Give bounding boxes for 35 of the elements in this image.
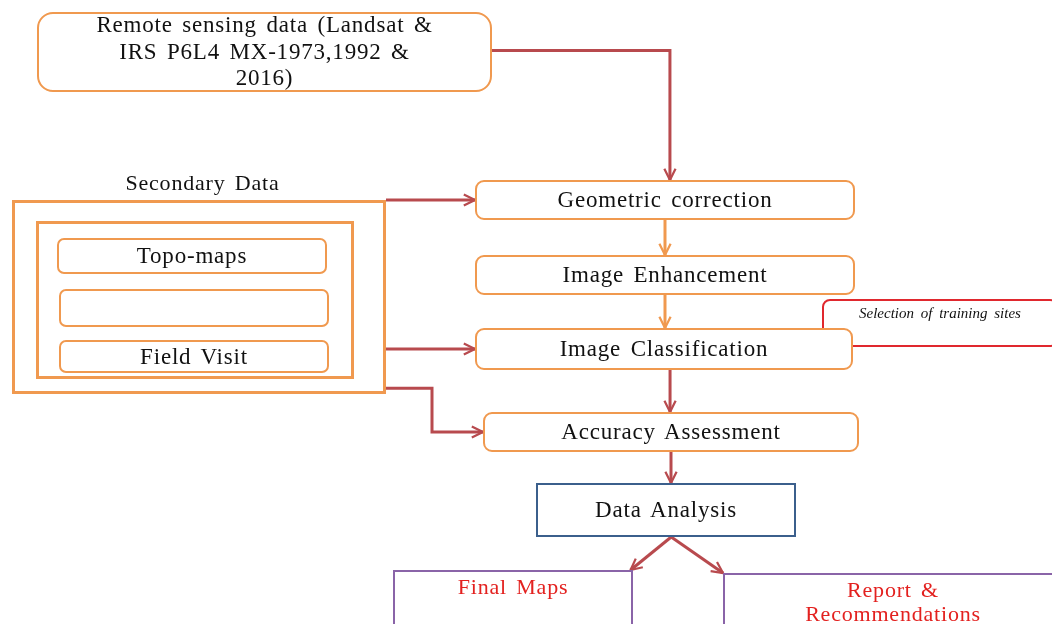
arrow (663, 370, 677, 414)
group-box (36, 221, 354, 379)
node-label: Field Visit (140, 342, 248, 371)
arrow (670, 535, 725, 575)
arrow (386, 193, 477, 207)
node-label: Data Analysis (595, 496, 737, 524)
arrow (658, 295, 672, 330)
arrow (492, 48, 677, 182)
arrow (629, 535, 673, 572)
arrow (386, 342, 477, 356)
note-text: Selection of training sites (858, 305, 1022, 322)
process-box (483, 412, 859, 452)
group-heading: Secondary Data (124, 170, 281, 197)
output-box (393, 570, 633, 624)
node-label: Topo-maps (136, 242, 248, 270)
node-label: Remote sensing data (Landsat & IRS P6L4 MX-1973,1992 & 2016) (95, 12, 434, 92)
empty-box (59, 289, 329, 327)
arrow (386, 386, 485, 439)
process-box (37, 12, 492, 92)
process-box (57, 238, 327, 274)
process-box (475, 328, 853, 370)
arrow (658, 220, 672, 257)
node-label: Image Classification (559, 335, 769, 363)
output-box (723, 573, 1052, 624)
node-label: Report & Recommendations (804, 576, 982, 624)
node-label: Geometric correction (557, 186, 773, 214)
node-label: Final Maps (456, 573, 570, 599)
process-box (59, 340, 329, 373)
arrow (664, 452, 678, 485)
process-box (475, 180, 855, 220)
node-label: Accuracy Assessment (561, 418, 781, 446)
process-box (475, 255, 855, 295)
node-label: Image Enhancement (562, 261, 768, 289)
note-box (822, 299, 1052, 347)
process-box (536, 483, 796, 537)
